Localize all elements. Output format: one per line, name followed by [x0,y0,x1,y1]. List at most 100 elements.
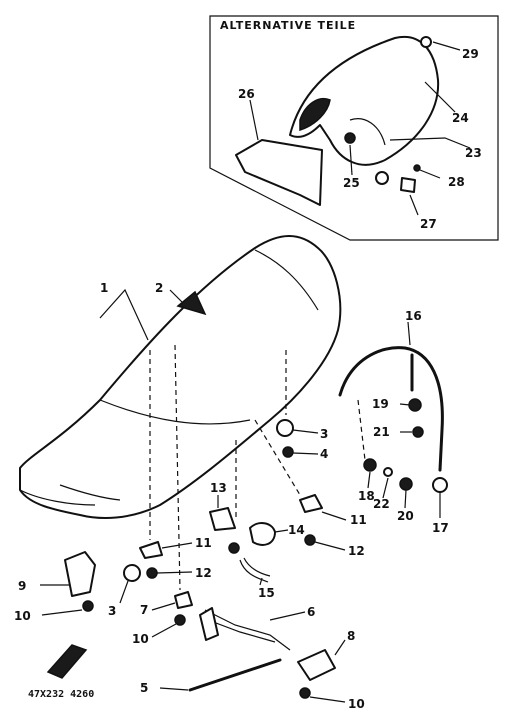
seat-lower-edge [19,489,96,506]
cable-15b [243,557,271,577]
callout-15: 15 [258,586,275,600]
nut-12-right [304,534,316,546]
callout-5: 5 [140,681,148,695]
callout-7: 7 [140,603,148,617]
leader-12-left [156,571,193,574]
callout-17: 17 [432,521,449,535]
washer-28 [413,164,421,172]
callout-11-left: 11 [195,536,212,550]
seat-front-detail [59,484,121,501]
bolt-10-mid [174,614,186,626]
alternative-parts-inset: ALTERNATIVE TEILE [209,15,499,241]
grab-mount-line [357,399,366,461]
leader-26 [249,99,259,141]
damper-25 [344,132,356,144]
leader-1 [99,288,149,341]
callout-19: 19 [372,397,389,411]
leader-5 [159,687,189,691]
callout-12-right: 12 [348,544,365,558]
hardware-parts [40,419,347,703]
screw-29 [420,36,432,48]
callout-3-right: 3 [320,427,328,441]
callout-3-left: 3 [108,604,116,618]
leader-29 [432,41,461,51]
bracket-9 [64,551,96,597]
leader-28 [419,169,441,179]
bracket-11-left [139,541,163,559]
leader-25 [349,144,353,176]
callout-24: 24 [452,111,469,125]
callout-29: 29 [462,47,479,61]
callout-16: 16 [405,309,422,323]
callout-14: 14 [288,523,305,537]
mount-line-e [254,419,301,496]
callout-23: 23 [465,146,482,160]
leader-4 [292,452,319,455]
grab-bar [338,346,444,472]
cowl-edge [349,118,386,146]
callout-6: 6 [307,605,315,619]
grab-bar-assembly [338,321,448,518]
part-7 [174,591,193,609]
callout-20: 20 [397,509,414,523]
leader-2 [169,289,183,303]
leader-15 [259,577,263,586]
leader-3-left [119,580,129,604]
callout-4: 4 [320,447,328,461]
callout-26: 26 [238,87,255,101]
damper-3-right [276,419,294,437]
cowl-pad [235,139,323,206]
cap-17 [432,477,448,493]
lock-13 [209,507,236,531]
leader-24 [424,81,456,113]
callout-9: 9 [18,579,26,593]
callout-11-right: 11 [350,513,367,527]
callout-18: 18 [358,489,375,503]
cable-15 [239,559,269,583]
callout-8: 8 [347,629,355,643]
leader-8 [334,639,346,656]
drawing-code: 47X232 4260 [28,689,94,700]
callout-28: 28 [448,175,465,189]
bolt-10-bottom [299,687,311,699]
seat-side-seam [99,399,251,425]
leader-18 [367,471,371,489]
seat-emblem [176,290,207,316]
leader-20 [404,489,407,509]
mount-line-b [174,344,181,591]
cable-6 [204,609,291,651]
inset-frame [209,15,499,241]
leader-10-bottom [309,696,346,703]
leader-10-mid [151,623,177,638]
callout-27: 27 [420,217,437,231]
callout-13: 13 [210,481,227,495]
leader-11-right [321,511,347,521]
callout-22: 22 [373,497,390,511]
seat-top-seam [254,249,319,311]
main-seat [19,235,342,591]
bracket-11-right [299,494,323,513]
callout-25: 25 [343,176,360,190]
leader-27 [409,194,419,216]
callout-10-left: 10 [14,609,31,623]
leader-3-right [292,429,319,434]
seat-cowl [289,35,440,166]
bolt-4 [282,446,294,458]
bolt-10-left [82,600,94,612]
bolt-20 [399,477,413,491]
bracket-part [375,171,389,185]
callout-2: 2 [155,281,163,295]
leader-6 [269,611,306,621]
leader-19 [399,403,411,406]
cable-6-end [199,607,219,641]
cowl-opening [299,98,331,132]
leader-23 [389,137,471,149]
lock-14 [249,522,276,546]
damper-18 [363,458,377,472]
cable-6b [207,619,276,643]
callout-1: 1 [100,281,108,295]
leader-16 [407,321,411,346]
leader-7 [151,602,176,611]
leader-11-left [161,542,193,549]
